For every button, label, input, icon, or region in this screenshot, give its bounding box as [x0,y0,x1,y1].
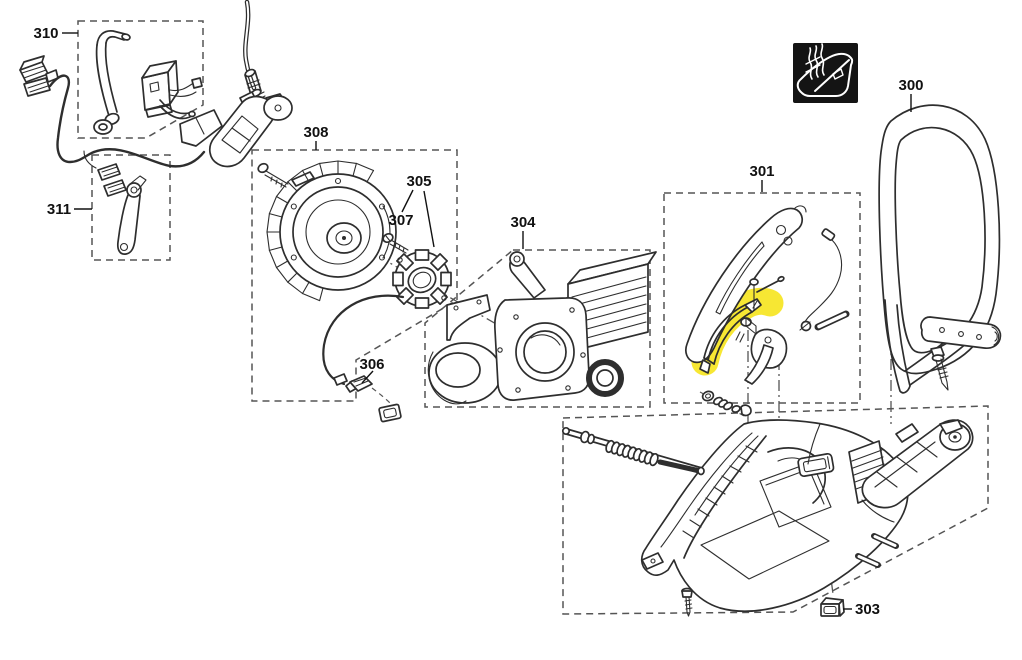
heated-handle-icon [793,43,858,103]
throttle-spring [605,439,659,467]
label-300[interactable]: 300 [898,77,923,94]
rear-handle-housing [561,419,974,617]
part-306-plug [333,373,402,423]
trigger-assembly [735,275,788,385]
part-303-clip [820,597,845,617]
part-311-bracket [97,163,147,255]
handle-wire [799,228,850,332]
dashed-box-rear-handle [562,405,989,615]
label-304[interactable]: 304 [510,214,536,231]
part-labels: 310 311 308 305 307 304 306 301 300 303 [33,25,923,618]
wiring-harness [19,55,206,169]
handlebar-mount-bracket [920,316,1002,350]
stop-switch-slot [797,452,835,478]
flywheel-fins [266,160,375,302]
part-304-crankcase [427,251,657,405]
handle-molding [684,207,803,364]
label-303[interactable]: 303 [855,601,880,618]
dashed-box-301 [663,192,861,404]
dashed-box-311 [91,154,171,261]
crankshaft-seal [586,359,624,397]
flywheel-bolt-holes [290,177,386,261]
part-310-module-assembly [93,30,203,135]
lockout-lever-highlighted[interactable] [699,298,762,374]
throttle-rod [561,426,705,476]
label-310[interactable]: 310 [33,25,58,42]
part-300-handlebar [878,104,1002,394]
dashed-box-308 [251,149,458,402]
throttle-cable-assembly [179,0,293,168]
part-305-stator-ring [322,249,452,386]
label-301[interactable]: 301 [749,163,774,180]
housing-screw [681,587,693,617]
label-307[interactable]: 307 [388,212,413,229]
handlebar-bolt [930,346,949,391]
crankcase-bolt-holes [497,307,586,393]
label-305[interactable]: 305 [406,173,431,190]
rear-frame-bracket [855,419,974,568]
label-311[interactable]: 311 [47,201,71,218]
grommet-spring-stack [701,390,752,417]
dashed-box-310 [77,20,204,139]
label-306[interactable]: 306 [359,356,384,373]
part-301-handle-group [684,205,850,417]
part-307-screw [382,232,409,254]
dashed-box-304 [424,249,651,408]
part-308-flywheel [257,160,397,302]
label-308[interactable]: 308 [303,124,328,141]
